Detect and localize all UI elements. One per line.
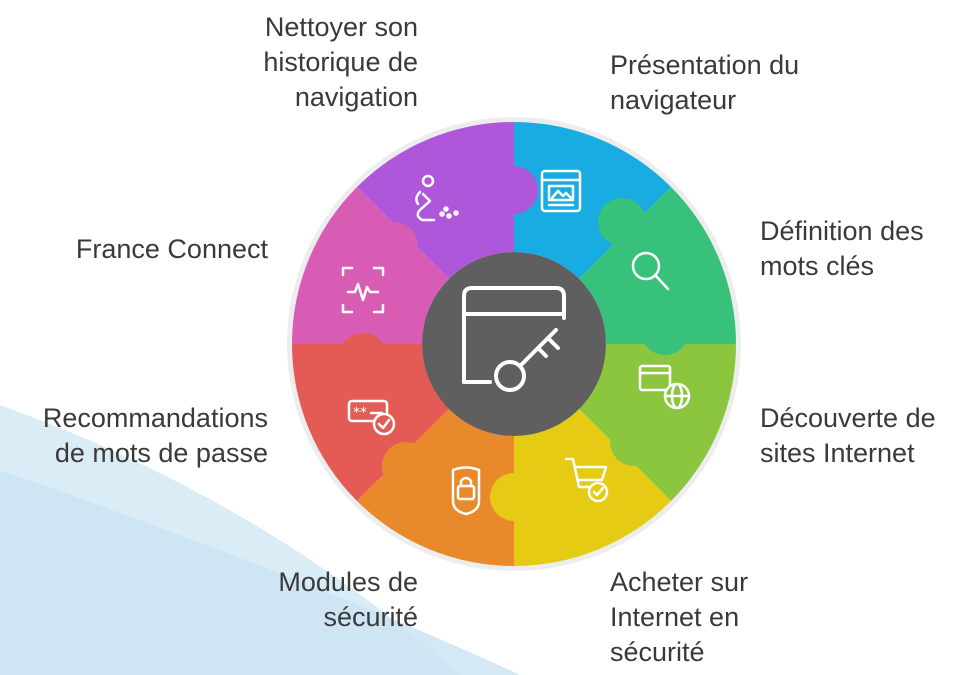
label-browser: Présentation du navigateur: [610, 50, 800, 115]
label-keywords: Définition des mots clés: [760, 216, 924, 281]
card-key-icon: [462, 286, 566, 392]
label-shopping: Acheter sur Internet en sécurité: [610, 567, 749, 667]
browser-window-icon: [540, 169, 582, 213]
web-globe-icon: [638, 364, 691, 410]
broom-clean-icon: [415, 174, 459, 222]
segment-sites[interactable]: [579, 344, 736, 501]
knob-keywords-into-sites: [641, 307, 689, 355]
segment-passwords[interactable]: [291, 344, 449, 501]
segment-keywords[interactable]: [579, 187, 736, 344]
label-passwords: Recommandations de mots de passe: [42, 403, 268, 468]
knob-keywords-into-browser: [598, 198, 646, 246]
label-france-connect: France Connect: [75, 234, 268, 264]
cart-check-icon: [564, 457, 609, 503]
svg-text:**: **: [353, 405, 367, 421]
identity-scan-icon: [341, 266, 385, 314]
segment-browser[interactable]: [514, 122, 671, 279]
knob-modules-into-passwords: [382, 442, 430, 490]
knob-france-into-history: [370, 222, 418, 270]
segment-france-connect[interactable]: [292, 187, 449, 344]
center-hub: [422, 252, 606, 436]
knob-passwords-into-france: [339, 333, 387, 381]
segment-history[interactable]: [357, 122, 514, 279]
label-sites: Découverte de sites Internet: [760, 403, 936, 468]
segment-security-modules[interactable]: [357, 409, 514, 566]
search-icon: [631, 251, 670, 291]
label-history: Nettoyer son historique de navigation: [263, 12, 418, 112]
label-security-modules: Modules de sécurité: [278, 567, 418, 632]
knob-history-into-browser: [490, 166, 538, 214]
knob-sites-into-shopping: [610, 418, 658, 466]
knob-shopping-into-modules: [490, 473, 538, 521]
password-check-icon: **: [347, 399, 396, 436]
lock-shield-icon: [451, 466, 481, 516]
